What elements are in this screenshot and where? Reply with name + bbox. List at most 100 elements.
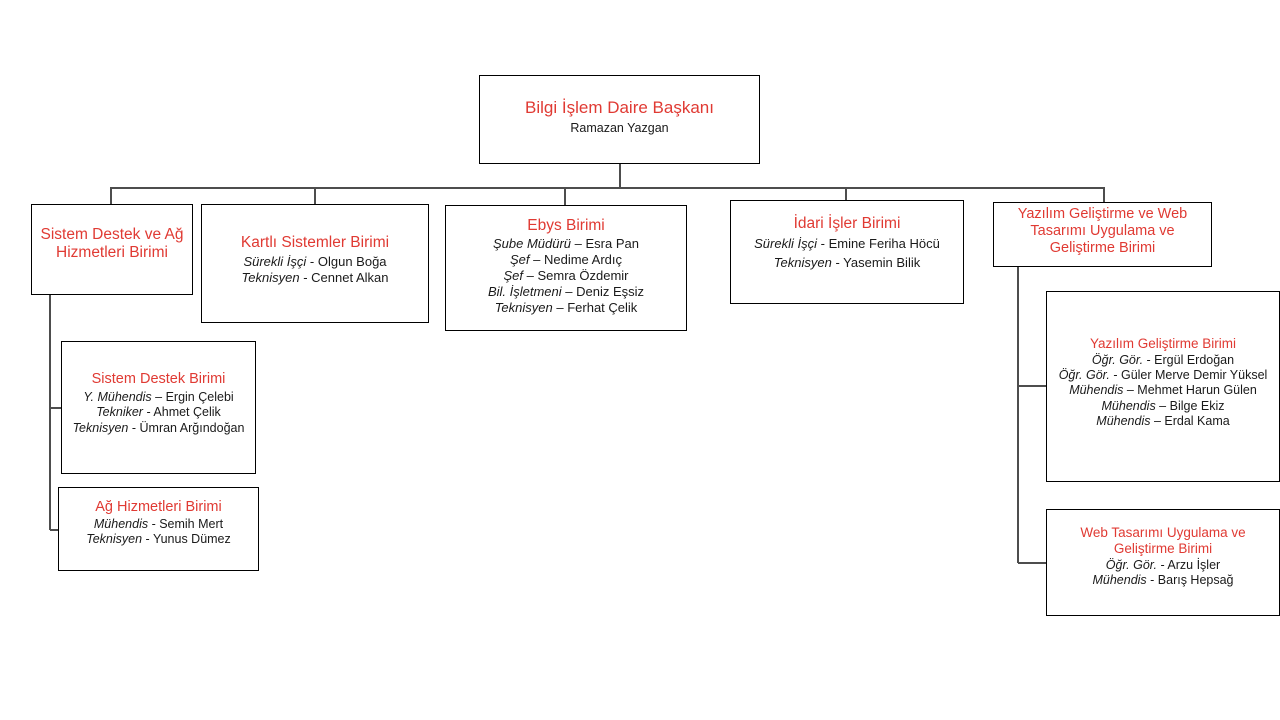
member-role: Sürekli İşçi (243, 254, 307, 270)
member-role: Teknisyen (241, 270, 300, 286)
member-separator: – (1123, 383, 1138, 398)
member-separator: – (561, 283, 577, 299)
member-separator: - (306, 254, 318, 270)
org-node-sistem-destek-birimi[interactable]: Sistem Destek Birimi Y. Mühendis – Ergin… (61, 341, 256, 474)
member-name: Semih Mert (159, 517, 224, 532)
member-name: Erdal Kama (1164, 413, 1230, 428)
member-name: Cennet Alkan (311, 270, 389, 286)
member-name: Olgun Boğa (317, 254, 387, 270)
member-separator: – (1150, 413, 1165, 428)
member-row: Şef – Nedime Ardıç (450, 252, 682, 268)
member-separator: - (1143, 352, 1155, 367)
member-row: Teknisyen - Yasemin Bilik (735, 255, 959, 274)
member-name: Ümran Arğındoğan (139, 420, 245, 435)
node-title: Ebys Birimi (527, 217, 605, 234)
member-row: Bil. İşletmeni – Deniz Eşsiz (450, 284, 682, 300)
member-name: Mehmet Harun Gülen (1137, 383, 1257, 398)
node-members: Ramazan Yazgan (484, 118, 755, 136)
member-separator: - (1109, 368, 1121, 383)
member-role: Mühendis (93, 517, 149, 532)
member-separator: - (831, 255, 844, 271)
member-separator: – (529, 252, 544, 268)
member-row: Sürekli İşçi - Emine Feriha Höcü (735, 236, 959, 255)
member-row: Mühendis – Mehmet Harun Gülen (1051, 383, 1275, 398)
member-name: Yunus Dümez (152, 532, 231, 547)
member-name: Barış Hepsağ (1157, 573, 1234, 588)
member-name: Emine Feriha Höcü (828, 236, 940, 252)
member-separator: - (1156, 557, 1168, 572)
org-node-ag-hizmetleri-birimi[interactable]: Ağ Hizmetleri Birimi Mühendis - Semih Me… (58, 487, 259, 571)
member-name: Güler Merve Demir Yüksel (1120, 368, 1268, 383)
member-row: Ramazan Yazgan (484, 121, 755, 136)
member-name: Ferhat Çelik (567, 299, 638, 315)
member-role: Öğr. Gör. (1105, 557, 1157, 572)
member-separator: - (299, 270, 312, 286)
member-row: Teknisyen - Yunus Dümez (63, 532, 254, 547)
node-title: Bilgi İşlem Daire Başkanı (525, 98, 714, 117)
org-node-yazilim-gelistirme-ve-web-tasarimi-uygulama-ve-gelistirme-birimi[interactable]: Yazılım Geliştirme ve Web Tasarımı Uygul… (993, 202, 1212, 267)
member-row: Şef – Semra Özdemir (450, 268, 682, 284)
member-role: Teknisyen (72, 420, 129, 435)
org-node-kartli-sistemler-birimi[interactable]: Kartlı Sistemler Birimi Sürekli İşçi - O… (201, 204, 429, 323)
member-row: Teknisyen – Ferhat Çelik (450, 300, 682, 316)
member-row: Mühendis – Erdal Kama (1051, 414, 1275, 429)
member-separator: – (151, 390, 166, 405)
member-role: Teknisyen (494, 299, 553, 315)
member-role: Sürekli İşçi (754, 236, 817, 252)
member-role: Mühendis (1101, 398, 1156, 413)
member-row: Y. Mühendis – Ergin Çelebi (66, 390, 251, 405)
member-name: Yasemin Bilik (843, 255, 921, 271)
member-name: Ergin Çelebi (165, 390, 234, 405)
member-separator: - (1146, 573, 1158, 588)
member-role: Öğr. Gör. (1091, 352, 1144, 367)
member-row: Teknisyen - Ümran Arğındoğan (66, 421, 251, 436)
node-title: Yazılım Geliştirme ve Web Tasarımı Uygul… (1017, 206, 1188, 257)
member-role: Şef (503, 268, 523, 283)
org-node-web-tasarimi-uygulama-ve-gelistirme-birimi[interactable]: Web Tasarımı Uygulama ve Geliştirme Biri… (1046, 509, 1280, 616)
member-row: Şube Müdürü – Esra Pan (450, 236, 682, 252)
member-name: Arzu İşler (1167, 557, 1221, 572)
member-role: Teknisyen (86, 532, 143, 547)
member-role: Şef (509, 252, 530, 268)
member-row: Mühendis - Barış Hepsağ (1051, 573, 1275, 588)
node-title: Ağ Hizmetleri Birimi (95, 499, 222, 515)
node-title: İdari İşler Birimi (793, 215, 901, 232)
member-role: Y. Mühendis (83, 390, 152, 405)
member-name: Ahmet Çelik (153, 405, 221, 420)
member-row: Mühendis - Semih Mert (63, 517, 254, 532)
org-node-idari-isler-birimi[interactable]: İdari İşler Birimi Sürekli İşçi - Emine … (730, 200, 964, 304)
member-name: Ramazan Yazgan (570, 121, 669, 136)
node-title: Kartlı Sistemler Birimi (240, 234, 390, 251)
member-role: Tekniker (96, 405, 143, 420)
node-title: Web Tasarımı Uygulama ve Geliştirme Biri… (1080, 525, 1246, 556)
node-title: Sistem Destek Birimi (91, 371, 226, 387)
member-role: Öğr. Gör. (1058, 368, 1110, 383)
member-role: Mühendis (1069, 383, 1124, 398)
node-title: Yazılım Geliştirme Birimi (1089, 336, 1236, 351)
member-name: Nedime Ardıç (543, 252, 623, 268)
member-role: Teknisyen (773, 255, 832, 271)
member-separator: - (142, 532, 153, 547)
member-row: Öğr. Gör. - Ergül Erdoğan (1051, 353, 1275, 368)
member-separator: - (128, 420, 140, 435)
org-node-yazilim-gelistirme-birimi[interactable]: Yazılım Geliştirme Birimi Öğr. Gör. - Er… (1046, 291, 1280, 482)
member-row: Mühendis – Bilge Ekiz (1051, 399, 1275, 414)
member-row: Teknisyen - Cennet Alkan (206, 270, 424, 286)
node-title: Sistem Destek ve Ağ Hizmetleri Birimi (40, 226, 184, 262)
member-separator: - (148, 517, 160, 532)
member-separator: - (142, 405, 154, 420)
member-separator: - (817, 236, 829, 252)
member-row: Tekniker - Ahmet Çelik (66, 405, 251, 420)
member-separator: – (1155, 398, 1170, 413)
member-name: Ergül Erdoğan (1154, 352, 1235, 367)
org-node-sistem-destek-ve-ag-hizmetleri-birimi[interactable]: Sistem Destek ve Ağ Hizmetleri Birimi (31, 204, 193, 295)
org-node-bilgi-islem-daire-baskani[interactable]: Bilgi İşlem Daire Başkanı Ramazan Yazgan (479, 75, 760, 164)
member-role: Şube Müdürü (492, 236, 572, 252)
